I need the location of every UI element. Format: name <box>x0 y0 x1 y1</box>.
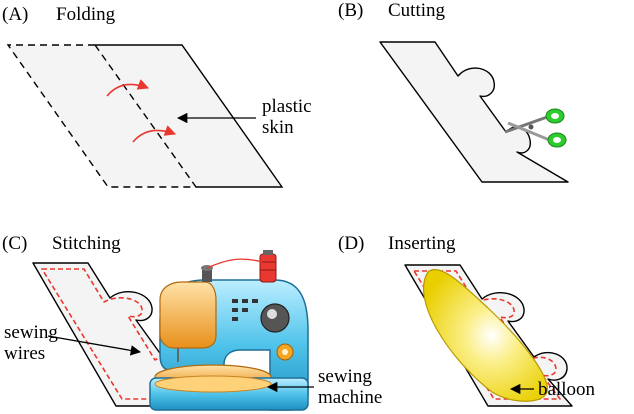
panel-a-title: Folding <box>56 4 116 25</box>
panel-b-cutting: (B) Cutting <box>338 0 569 183</box>
panel-c-letter: (C) <box>2 233 27 254</box>
cut-skin-outline <box>379 41 569 183</box>
fold-arrow-upper <box>106 79 150 97</box>
panel-b-letter: (B) <box>338 0 363 21</box>
machine-label-line2: machine <box>318 387 382 408</box>
panel-c-title: Stitching <box>52 233 121 254</box>
plastic-label-line2: skin <box>262 117 294 138</box>
scissors-icon <box>504 108 567 148</box>
stitch-line <box>41 268 189 400</box>
panel-a-folding: (A) Folding plastic skin <box>2 4 312 188</box>
skin-solid-edge <box>95 44 284 188</box>
panel-d-letter: (D) <box>338 233 364 254</box>
skin-dashed-edge <box>6 44 196 188</box>
wires-label-line1: sewing <box>4 322 58 343</box>
machine-label-line1: sewing <box>318 366 372 387</box>
panel-b-title: Cutting <box>388 0 446 21</box>
wires-label-line2: wires <box>4 343 45 364</box>
plastic-label-line1: plastic <box>262 96 312 117</box>
panel-c-stitching: (C) Stitching <box>2 233 382 411</box>
fold-arrow-lower <box>132 125 177 143</box>
balloon-shape <box>423 269 548 402</box>
panel-a-letter: (A) <box>2 4 28 25</box>
sewing-machine-icon <box>149 250 309 411</box>
panel-d-inserting: (D) Inserting balloon <box>338 233 595 407</box>
balloon-label: balloon <box>538 379 595 400</box>
sewing-wires-pointer <box>47 335 142 356</box>
panel-d-title: Inserting <box>388 233 456 254</box>
fold-line <box>94 44 197 188</box>
